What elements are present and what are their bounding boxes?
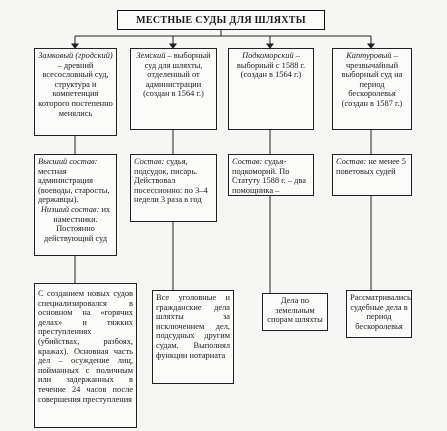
jurisdiction-text: С созданием новых судов специализировалс… (38, 289, 133, 404)
court-description: – выборный суд для шляхты, отделенный от… (143, 51, 211, 99)
composition-label: Состав: (336, 157, 367, 166)
court-box-zamkovy: Замковый (гродский) – древний всесословн… (34, 48, 117, 136)
court-description: – выборный с 1588 г. (создан в 1564 г.) (236, 51, 306, 80)
composition-upper: Высший состав: местная администрация (во… (38, 157, 113, 205)
jurisdiction-text: Все уголовные и гражданские дела шляхты … (156, 293, 230, 360)
court-name: Замковый (гродский) (38, 51, 113, 60)
jurisdiction-box-zamkovy: С созданием новых судов специализировалс… (34, 283, 137, 428)
composition-text: судья-подкоморий. По Статуту 1588 г. – д… (232, 157, 306, 195)
composition-text: не менее 5 поветовых судей (336, 157, 406, 176)
composition-text-lower: их наместники. Постоянно действующий суд (44, 204, 111, 243)
composition-label: Состав: (134, 157, 165, 166)
composition-label-lower: Низший состав: (40, 204, 100, 214)
jurisdiction-text: Рассматривались судебные дела в период б… (350, 293, 411, 331)
composition-box-kapturovy: Состав: не менее 5 поветовых судей (332, 154, 412, 196)
composition-label: Высший состав: (38, 157, 98, 166)
jurisdiction-box-podkomorsky: Дела по земельным спорам шляхты (262, 293, 328, 331)
court-description: – чрезвычайный выборный суд на период бе… (341, 51, 403, 108)
court-name: Земский (136, 51, 166, 60)
court-box-kapturovy: Каптуровый – чрезвычайный выборный суд н… (332, 48, 412, 130)
composition-box-zamkovy: Высший состав: местная администрация (во… (34, 154, 117, 256)
composition-lower: Низший состав: их наместники. Постоянно … (38, 205, 113, 243)
composition-label: Состав: (232, 157, 263, 166)
composition-text: местная администрация (воеводы, старосты… (38, 166, 110, 205)
court-box-zemsky: Земский – выборный суд для шляхты, отдел… (130, 48, 217, 130)
court-name: Подкоморский (242, 51, 294, 60)
jurisdiction-box-zemsky: Все уголовные и гражданские дела шляхты … (152, 290, 234, 384)
composition-text: судья, подсудок, писарь. Действовал посе… (134, 157, 208, 205)
composition-box-podkomorsky: Состав: судья-подкоморий. По Статуту 158… (228, 154, 314, 196)
diagram-title: МЕСТНЫЕ СУДЫ ДЛЯ ШЛЯХТЫ (117, 10, 325, 30)
composition-box-zemsky: Состав: судья, подсудок, писарь. Действо… (130, 154, 217, 222)
jurisdiction-box-kapturovy: Рассматривались судебные дела в период б… (346, 290, 412, 338)
court-box-podkomorsky: Подкоморский – выборный с 1588 г. (созда… (228, 48, 314, 130)
jurisdiction-text: Дела по земельным спорам шляхты (267, 296, 323, 325)
court-description: – древний всесословный суд, структура и … (38, 60, 113, 118)
court-name: Каптуровый (346, 51, 392, 60)
